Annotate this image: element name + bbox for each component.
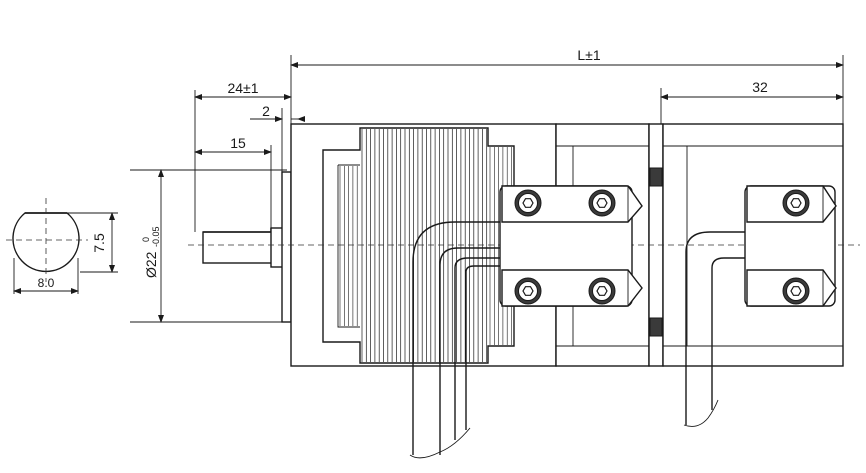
flat-length-label: 15 [230,135,246,151]
clamp-screws [514,189,810,305]
shaft-diameter-label: 8.0 [38,276,55,290]
output-shaft [202,171,292,323]
encoder-cable [683,231,745,427]
pilot-diameter-dimension: Ø22 0 -0.05 [130,169,287,323]
pilot-tol-upper: 0 [141,237,151,242]
shaft-cross-section [12,212,80,273]
hex-socket-screw-icon [588,189,616,217]
shaft-length-label: 24±1 [227,80,258,96]
pilot-tol-lower: -0.05 [151,226,161,247]
stator-laminations [339,129,512,362]
hex-socket-screw-icon [514,189,542,217]
motor-cable [409,221,500,459]
encoder-length-label: 32 [752,79,768,95]
hex-socket-screw-icon [588,277,616,305]
collar-length-label: 2 [262,103,270,119]
pilot-diameter-label: Ø22 [143,251,159,278]
hex-socket-screw-icon [782,189,810,217]
hex-socket-screw-icon [782,277,810,305]
overall-length-label: L±1 [577,47,600,63]
cable-clamp-encoder [744,185,837,307]
shaft-end-view: 7.5 8.0 [6,198,118,294]
hex-socket-screw-icon [514,277,542,305]
overall-dimensions: L±1 32 [290,47,844,124]
flat-height-label: 7.5 [91,233,107,253]
